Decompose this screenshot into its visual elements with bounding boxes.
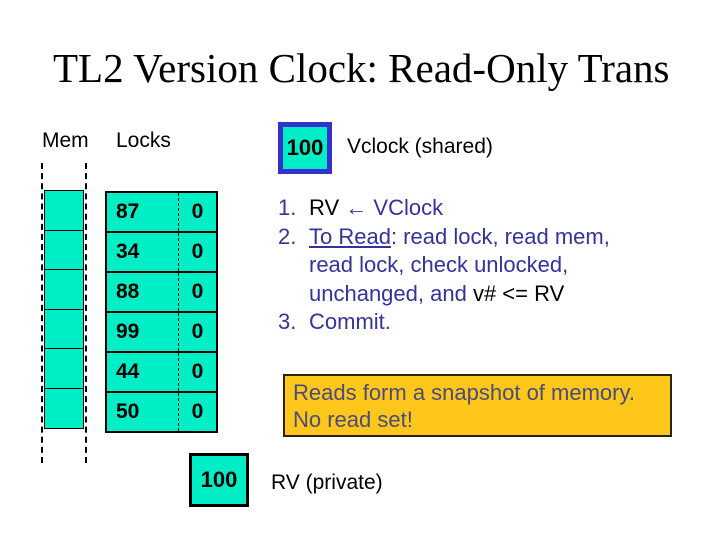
step-text: To Read: read lock, read mem, read lock, … (309, 223, 688, 309)
locks-row: 34 0 (105, 231, 218, 273)
locks-row: 50 0 (105, 391, 218, 433)
lock-bit: 0 (178, 193, 216, 231)
vclock-value-box: 100 (278, 122, 332, 174)
version-number: 50 (116, 400, 140, 423)
version-number: 88 (116, 280, 140, 303)
version-number: 87 (116, 200, 140, 223)
memory-cell (44, 190, 84, 231)
rv-term: RV (309, 195, 340, 220)
locks-row: 99 0 (105, 311, 218, 353)
rv-value-box: 100 (189, 453, 249, 507)
step-text-segment: unchanged, and (309, 280, 473, 306)
lock-bit: 0 (178, 233, 216, 271)
memory-cell (44, 348, 84, 389)
step-text: Commit. (309, 309, 391, 334)
callout-line-2: No read set! (293, 407, 413, 432)
locks-row: 87 0 (105, 191, 218, 233)
locks-table: 87 0 34 0 88 0 99 0 44 0 50 0 (105, 191, 218, 433)
version-check-expression: v# <= RV (472, 280, 565, 306)
memory-cell (44, 387, 84, 429)
lock-bit: 0 (178, 313, 216, 351)
memory-stripe-column (41, 163, 87, 463)
locks-row: 88 0 (105, 271, 218, 313)
callout-line-1: Reads form a snapshot of memory. (293, 380, 635, 405)
version-number: 99 (116, 320, 140, 343)
to-read-underlined: To Read (309, 223, 391, 249)
step-3: 3. Commit. (278, 308, 688, 337)
lock-bit: 0 (178, 273, 216, 311)
memory-cell (44, 229, 84, 271)
snapshot-callout: Reads form a snapshot of memory. No read… (283, 374, 672, 437)
assign-arrow-text: ← VClock (339, 195, 444, 220)
step-2: 2. To Read: read lock, read mem, read loc… (278, 223, 688, 309)
algorithm-steps: 1. RV ← VClock 2. To Read: read lock, re… (278, 194, 688, 337)
step-1: 1. RV ← VClock (278, 194, 688, 223)
step-text-segment: : read lock, read mem, (390, 223, 610, 249)
step-number: 1. (278, 195, 297, 220)
step-text-segment: read lock, check unlocked, (309, 252, 569, 277)
memory-cell (44, 269, 84, 310)
memory-cells (44, 190, 84, 429)
version-number: 34 (116, 240, 140, 263)
page-title: TL2 Version Clock: Read-Only Trans (53, 45, 670, 91)
version-number: 44 (116, 360, 140, 383)
step-number: 3. (278, 309, 297, 334)
locks-row: 44 0 (105, 351, 218, 393)
lock-bit: 0 (178, 353, 216, 391)
lock-bit: 0 (178, 393, 216, 431)
memory-cell (44, 308, 84, 350)
rv-label: RV (private) (271, 471, 383, 494)
mem-column-label: Mem (42, 129, 89, 152)
vclock-label: Vclock (shared) (347, 135, 493, 158)
step-number: 2. (278, 223, 297, 249)
step-text: RV ← VClock (309, 194, 688, 223)
locks-column-label: Locks (116, 129, 171, 152)
